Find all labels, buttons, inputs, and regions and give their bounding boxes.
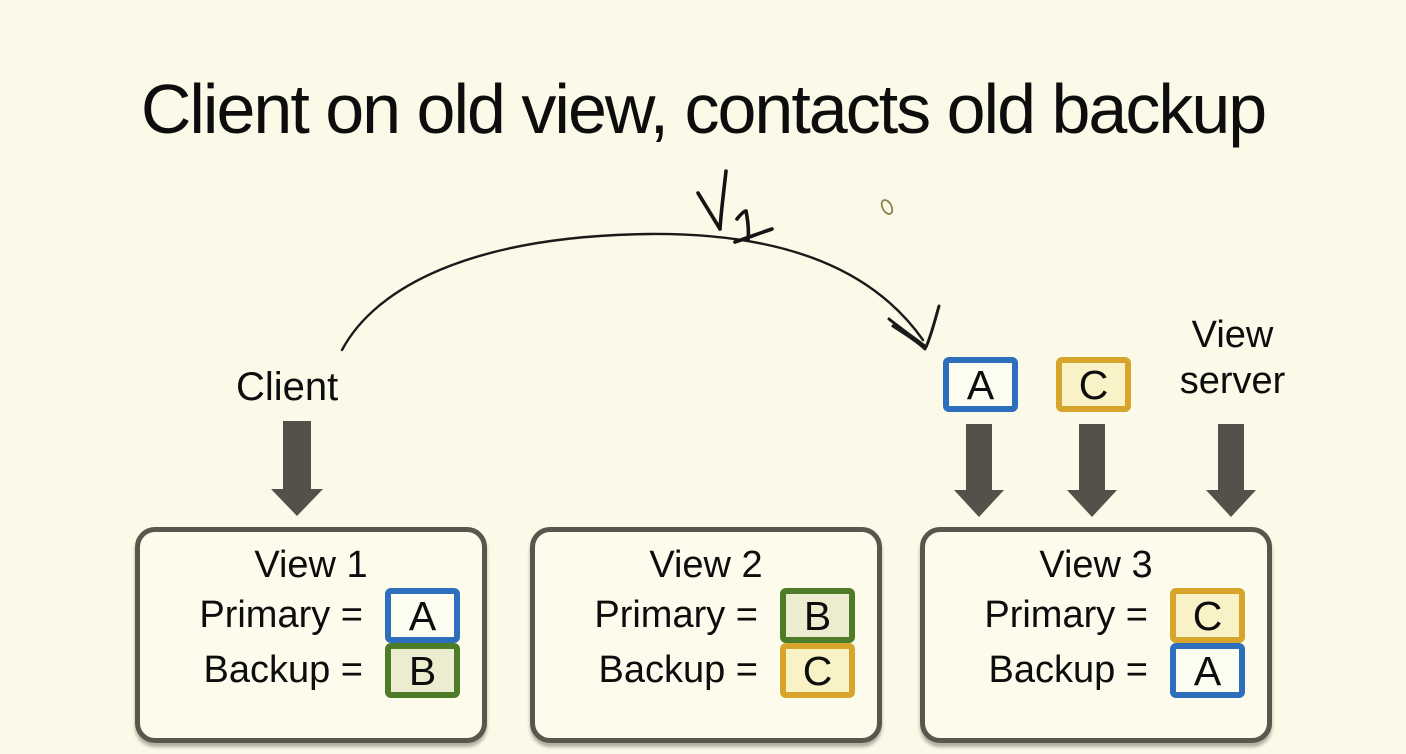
chip-a-down-arrow [954, 424, 1004, 517]
view-box-1-primary-row: Primary = A [140, 588, 482, 643]
handdrawn-arrow-curve [340, 232, 925, 352]
primary-chip: B [780, 588, 855, 643]
view-box-3-title: View 3 [1039, 544, 1153, 586]
backup-chip: B [385, 643, 460, 698]
view-box-2: View 2 Primary = B Backup = C [530, 527, 882, 743]
backup-chip: A [1170, 643, 1245, 698]
backup-label: Backup = [598, 649, 759, 691]
primary-label: Primary = [984, 594, 1148, 636]
backup-label: Backup = [988, 649, 1149, 691]
handwritten-v1-annotation [696, 169, 774, 244]
view-box-3-backup-row: Backup = A [925, 643, 1267, 698]
block-arrows [271, 421, 1256, 517]
handwritten-1-stroke [733, 209, 774, 244]
primary-chip: C [1170, 588, 1245, 643]
server-chip-c-letter: C [1078, 362, 1109, 408]
view-box-1-title: View 1 [254, 544, 368, 586]
pen-mark-oval [880, 199, 894, 215]
view-box-3: View 3 Primary = C Backup = A [920, 527, 1272, 743]
view-server-label: View server [1150, 312, 1315, 404]
backup-chip: C [780, 643, 855, 698]
view-server-down-arrow [1206, 424, 1256, 517]
primary-label: Primary = [199, 594, 363, 636]
backup-label: Backup = [203, 649, 364, 691]
server-chip-a-letter: A [966, 362, 995, 408]
primary-label: Primary = [594, 594, 758, 636]
view-box-2-backup-row: Backup = C [535, 643, 877, 698]
chip-c-down-arrow [1067, 424, 1117, 517]
server-chip-c: C [1056, 357, 1131, 412]
view-box-1: View 1 Primary = A Backup = B [135, 527, 487, 743]
backup-chip-letter: A [1193, 648, 1222, 694]
view-box-1-backup-row: Backup = B [140, 643, 482, 698]
view-box-2-title: View 2 [649, 544, 763, 586]
client-label: Client [236, 365, 339, 409]
view-server-label-line2: server [1179, 360, 1286, 402]
primary-chip-letter: C [1192, 593, 1223, 639]
view-box-2-primary-row: Primary = B [535, 588, 877, 643]
view-server-label-line1: View [1191, 314, 1274, 356]
primary-chip: A [385, 588, 460, 643]
server-chip-a: A [943, 357, 1018, 412]
backup-chip-letter: C [802, 648, 833, 694]
client-down-arrow [271, 421, 323, 516]
primary-chip-letter: A [408, 593, 437, 639]
handwritten-v-stroke [696, 169, 728, 231]
primary-chip-letter: B [803, 593, 832, 639]
slide-title: Client on old view, contacts old backup [140, 69, 1267, 148]
view-box-3-primary-row: Primary = C [925, 588, 1267, 643]
handdrawn-arrowhead [887, 304, 941, 351]
backup-chip-letter: B [408, 648, 437, 694]
handdrawn-arrow [340, 232, 941, 352]
